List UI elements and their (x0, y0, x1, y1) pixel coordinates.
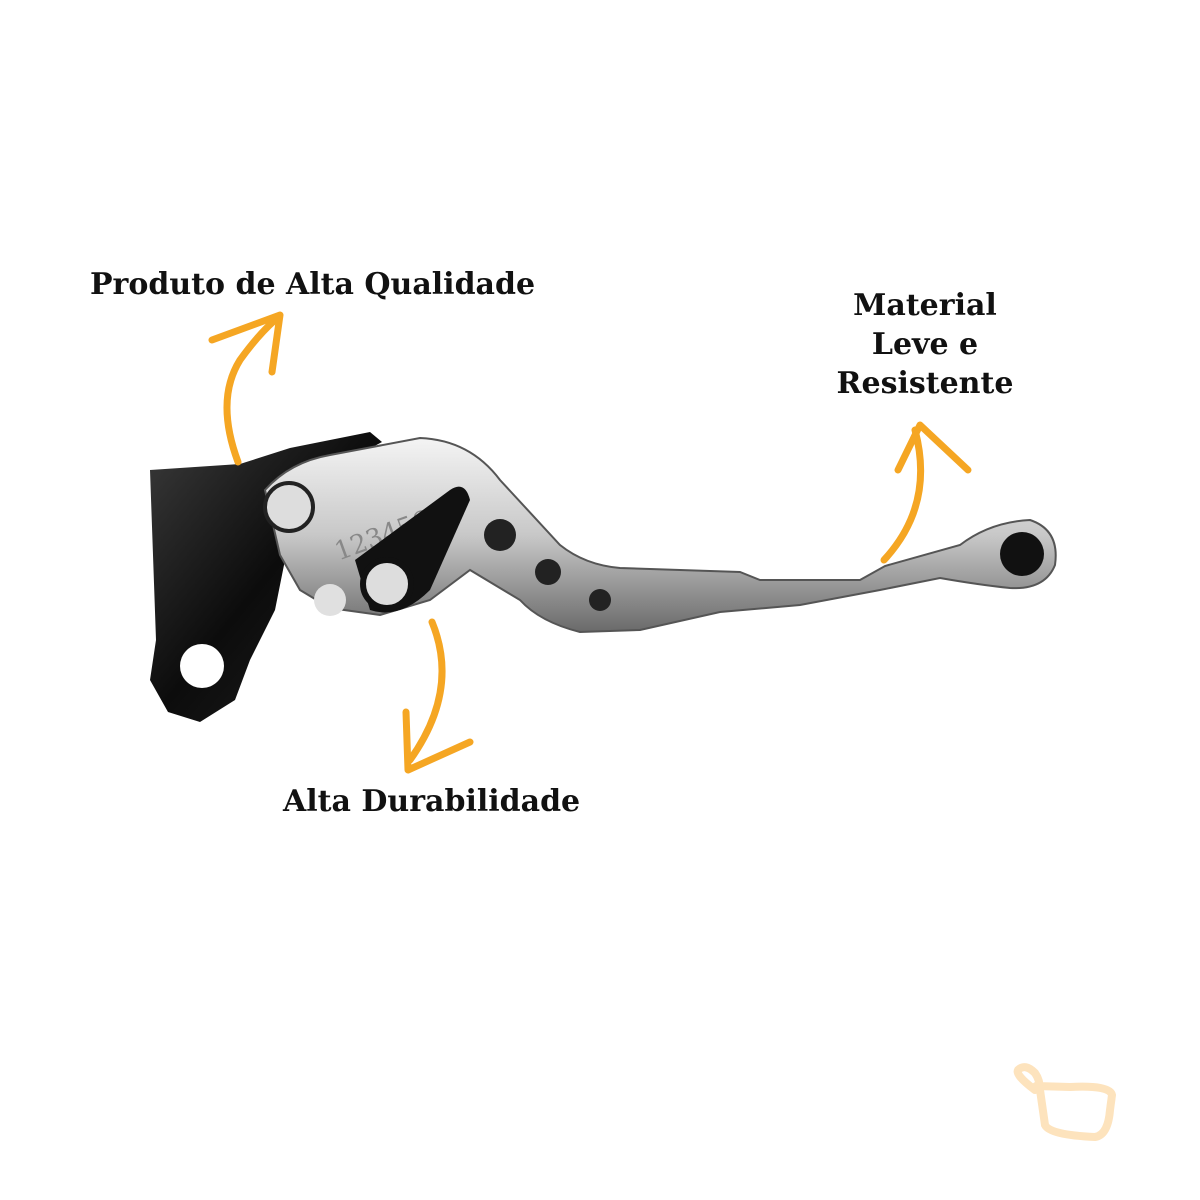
stop-pin (314, 584, 346, 616)
label-line: Resistente (836, 366, 1014, 401)
arrow-durability (402, 618, 474, 774)
adjust-hole (484, 519, 516, 551)
label-light-resistant-material: Material Leve e Resistente (830, 286, 1020, 403)
lever-arm-silver: 123456 (263, 436, 1057, 634)
label-high-durability: Alta Durabilidade (283, 784, 581, 819)
arrow-material (880, 421, 972, 564)
mount-hole (180, 644, 224, 688)
label-line: Material (853, 288, 997, 323)
basket-logo-watermark (1013, 1063, 1117, 1142)
lever-tip-hole (1000, 532, 1044, 576)
adjust-hole (535, 559, 561, 585)
pivot-bolt (263, 481, 315, 533)
lever-mount-black (150, 432, 382, 722)
arrow-quality (208, 311, 284, 466)
label-line: Leve e (871, 327, 979, 362)
adjuster-bolt (360, 557, 414, 611)
adjust-hole (589, 589, 611, 611)
label-high-quality: Produto de Alta Qualidade (90, 267, 536, 302)
